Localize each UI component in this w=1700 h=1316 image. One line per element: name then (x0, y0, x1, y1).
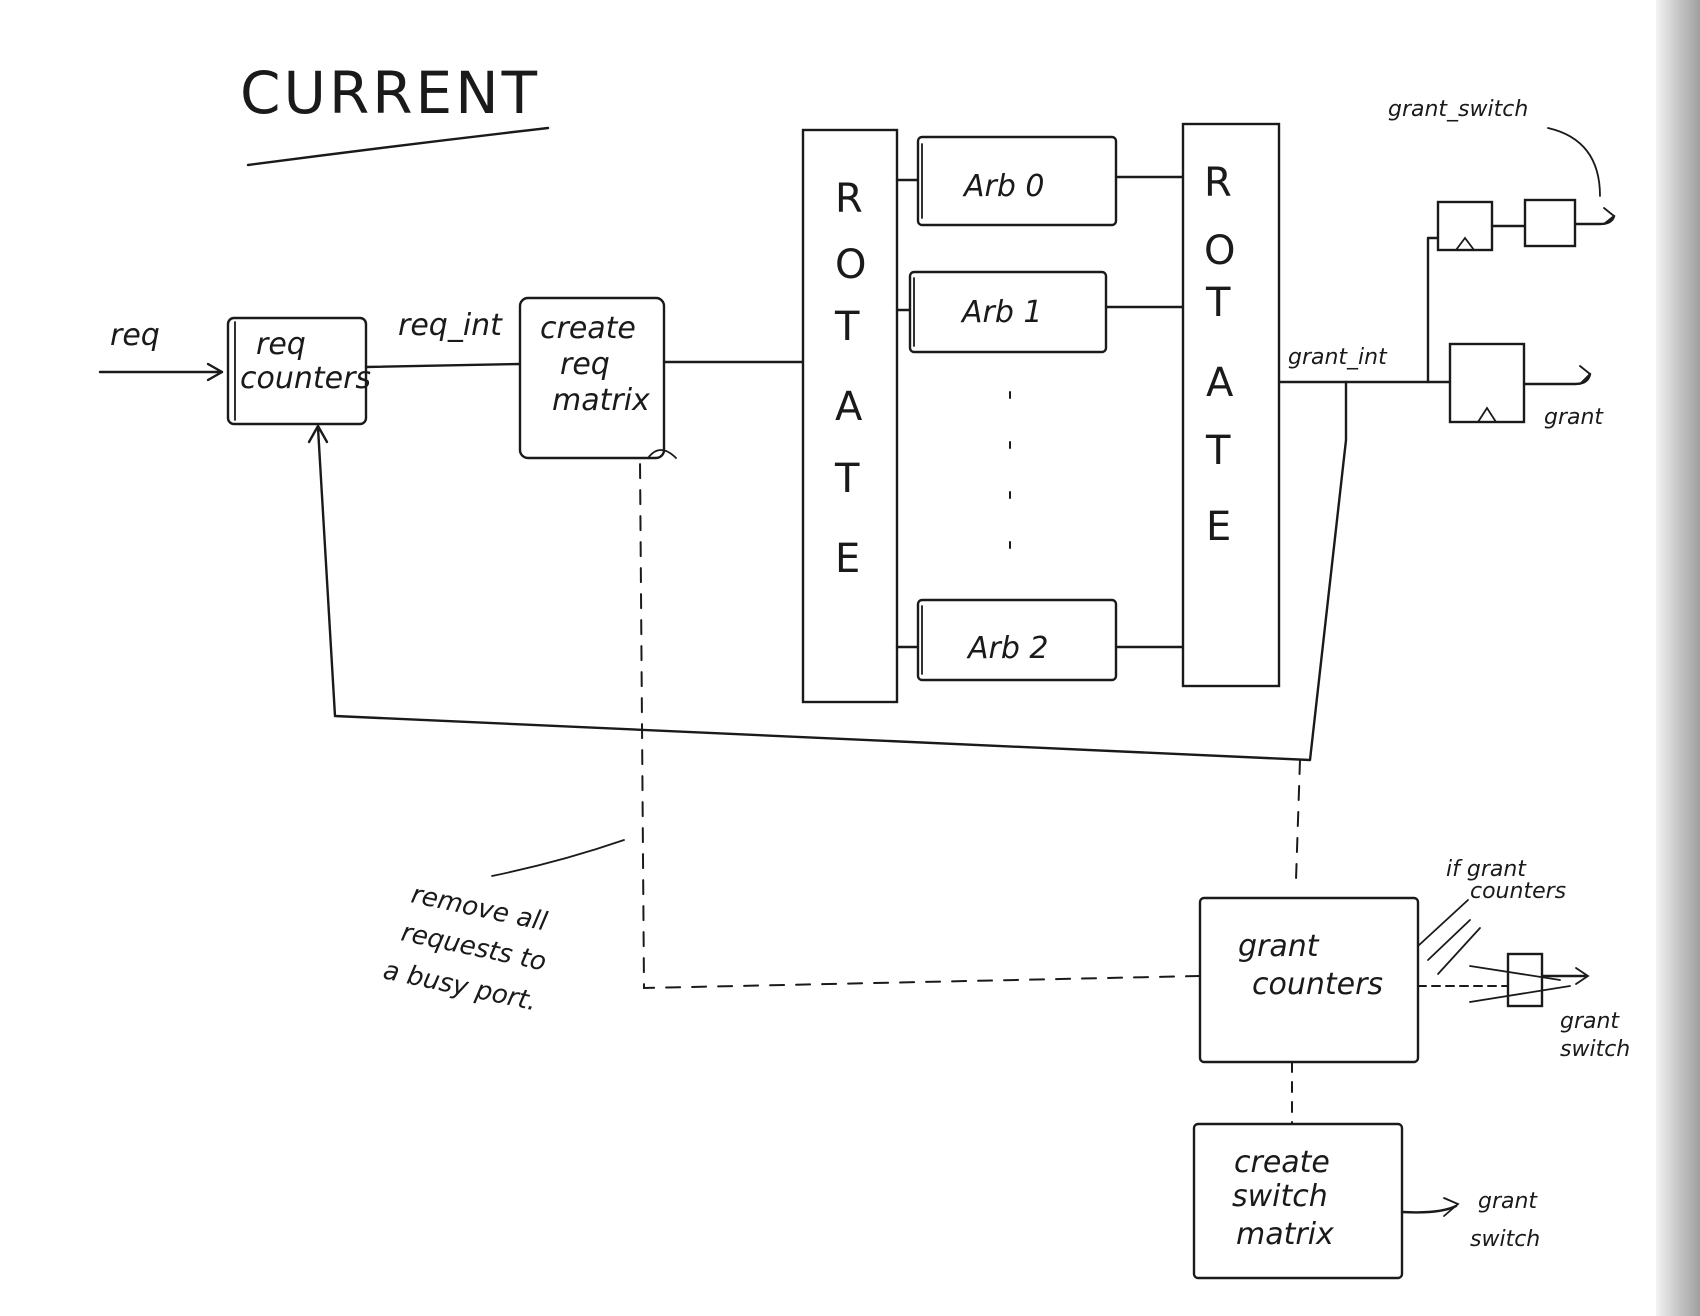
grant-switch-mid-flop (1506, 952, 1544, 1008)
diagram-title: CURRENT (240, 59, 540, 127)
rotate-right-letter-1: R (1204, 160, 1232, 206)
arb2-block: Arb 2 (895, 598, 1185, 682)
grant-output-flop (1448, 342, 1526, 424)
create-req-matrix-line1: create (540, 311, 636, 346)
req-int-wire (364, 362, 522, 369)
arb1-label: Arb 1 (960, 295, 1043, 330)
if-grant-counters-line2: counters (1470, 879, 1566, 904)
grant-output-arrow (1522, 372, 1592, 386)
busy-port-dashed-link (1295, 759, 1301, 881)
scratched-lines (1417, 899, 1481, 975)
create-switch-matrix-line3: matrix (1236, 1217, 1334, 1252)
grant-int-label: grant_int (1288, 345, 1388, 370)
grant-switch-flop-1 (1436, 200, 1494, 252)
grant-switch-mid-line2: switch (1560, 1037, 1630, 1062)
rotate-left-letter-4: A (835, 384, 863, 430)
create-switch-matrix-block: create switch matrix (1192, 1122, 1404, 1280)
arb0-block: Arb 0 (895, 135, 1185, 227)
create-req-matrix-line2: req (560, 347, 610, 382)
req-counters-block: req counters (226, 316, 371, 426)
feedback-wire (316, 380, 1348, 762)
req-counters-label-line2: counters (240, 361, 371, 396)
arb2-label: Arb 2 (966, 631, 1049, 666)
rotate-right-letter-6: E (1206, 504, 1231, 550)
grant-switch-flop-2 (1523, 198, 1577, 248)
arb1-block: Arb 1 (895, 270, 1185, 354)
paper-edge-shadow (1656, 0, 1700, 1316)
req-input-label: req (110, 318, 160, 353)
grant-switch-top-pointer (1547, 127, 1601, 197)
req-int-label: req_int (398, 308, 503, 343)
rotate-left-block: R O T A T E (801, 128, 899, 704)
create-switch-matrix-line2: switch (1232, 1179, 1328, 1214)
rotate-left-letter-1: R (835, 176, 863, 222)
grant-counters-line1: grant (1238, 929, 1320, 964)
rotate-right-letter-2: O (1204, 228, 1235, 274)
rotate-left-letter-2: O (835, 242, 866, 288)
rotate-right-letter-3: T (1205, 280, 1231, 326)
remove-busy-dashed-link (639, 459, 1201, 990)
req-counters-label-line1: req (256, 327, 306, 362)
grant-counters-block: grant counters (1198, 896, 1420, 1064)
arb0-label: Arb 0 (962, 169, 1045, 204)
grant-switch-bottom-arrow (1400, 1204, 1458, 1214)
remove-busy-pointer (491, 839, 625, 877)
feedback-arrowhead (307, 424, 329, 444)
grant-switch-mid-line1: grant (1560, 1009, 1620, 1034)
rotate-left-letter-6: E (835, 536, 860, 582)
create-req-matrix-block: create req matrix (518, 296, 666, 460)
create-req-matrix-line3: matrix (552, 383, 650, 418)
grant-switch-bottom-line1: grant (1478, 1189, 1538, 1214)
rotate-left-letter-3: T (834, 304, 860, 350)
if-grant-counters-line1: if grant (1446, 857, 1527, 882)
grant-counters-line2: counters (1252, 967, 1383, 1002)
rotate-left-letter-5: T (834, 456, 860, 502)
grant-output-label: grant (1544, 405, 1604, 430)
rotate-right-letter-5: T (1205, 428, 1231, 474)
rotate-right-block: R O T A T E (1181, 122, 1281, 688)
grant-switch-branch-wire (1426, 236, 1440, 384)
rotate-right-letter-4: A (1206, 360, 1234, 406)
create-switch-matrix-line1: create (1234, 1145, 1330, 1180)
req-input-arrowhead (206, 362, 224, 382)
title-underline (246, 126, 550, 167)
remove-busy-dashed-hook (647, 449, 677, 459)
grant-switch-top-label: grant_switch (1388, 97, 1528, 122)
grant-switch-bottom-line2: switch (1470, 1227, 1540, 1252)
